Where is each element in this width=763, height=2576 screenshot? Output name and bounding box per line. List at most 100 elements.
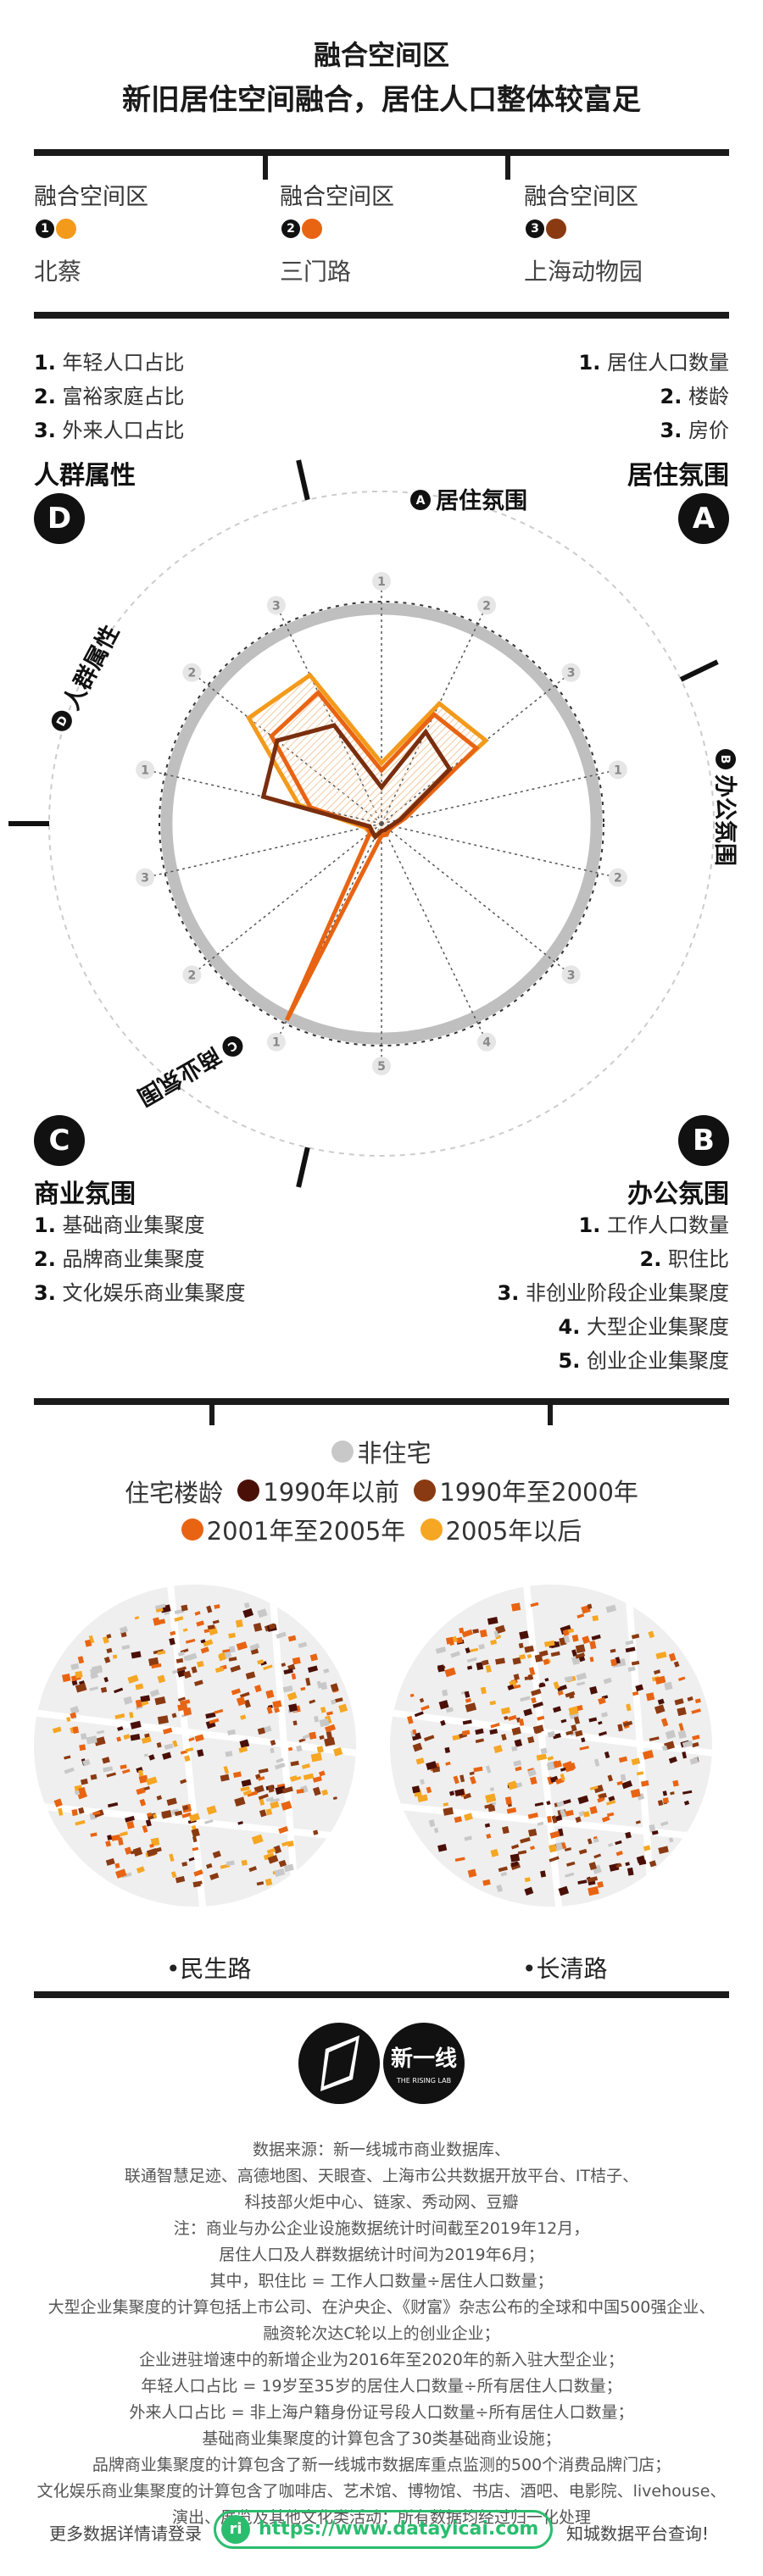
- map-building: [502, 1825, 510, 1835]
- map-building: [443, 1807, 454, 1816]
- map-building: [270, 1740, 276, 1746]
- map-building: [576, 1705, 583, 1712]
- map-building: [90, 1832, 97, 1837]
- map-building: [256, 1881, 265, 1886]
- map-building: [571, 1634, 579, 1642]
- map-building: [206, 1805, 217, 1815]
- map-building: [442, 1689, 448, 1696]
- map-building: [660, 1821, 669, 1827]
- map-building: [678, 1723, 684, 1731]
- map-building: [273, 1707, 281, 1713]
- map-building: [204, 1819, 214, 1824]
- map-minshenglu: [34, 1585, 356, 1907]
- legend-dot: [331, 1441, 354, 1463]
- map-building: [243, 1699, 251, 1708]
- axis-index-text: 3: [141, 872, 149, 886]
- divider-tick: [263, 156, 268, 180]
- map-building: [214, 1666, 225, 1673]
- map-building: [547, 1756, 554, 1761]
- map-building: [530, 1602, 539, 1607]
- map-building: [565, 1690, 576, 1698]
- map-building: [670, 1791, 675, 1796]
- map-building: [500, 1871, 508, 1877]
- axis-index-bg: [561, 965, 581, 985]
- dimension-d-title: 人群属性: [34, 461, 136, 491]
- map-building: [292, 1720, 298, 1726]
- legend-dot: [237, 1480, 260, 1502]
- axis-index-bg: [477, 596, 497, 615]
- radar-spoke: [381, 823, 618, 879]
- map-building: [70, 1663, 80, 1670]
- map-building: [642, 1750, 654, 1760]
- map-building: [114, 1713, 125, 1719]
- map-building: [537, 1821, 544, 1826]
- map-building: [454, 1816, 463, 1824]
- map-building: [426, 1761, 437, 1770]
- map-building: [94, 1736, 106, 1746]
- map-building: [265, 1878, 273, 1886]
- map-building: [577, 1879, 588, 1885]
- axis-index-label: 1: [136, 760, 155, 780]
- map-building: [493, 1630, 499, 1638]
- footer-url-link[interactable]: ri https://www.datayicai.com: [214, 2510, 553, 2549]
- map-building: [77, 1656, 85, 1664]
- map-building: [207, 1624, 215, 1630]
- map-building: [495, 1657, 505, 1665]
- series-2-line: [269, 689, 480, 1022]
- axis-index-bg: [136, 868, 155, 887]
- axis-index-text: 1: [614, 763, 622, 777]
- map-building: [528, 1667, 536, 1676]
- map-building: [489, 1729, 498, 1735]
- top-rule: [34, 149, 729, 156]
- map-building: [438, 1700, 449, 1710]
- map-building: [635, 1684, 644, 1692]
- map-building: [157, 1674, 166, 1684]
- map-building: [511, 1602, 521, 1612]
- map-building: [655, 1652, 667, 1660]
- map-building: [257, 1608, 268, 1618]
- map-building: [278, 1859, 287, 1868]
- map-building: [214, 1708, 224, 1714]
- map-building: [267, 1785, 275, 1793]
- map-building: [437, 1844, 448, 1852]
- radar-spoke: [381, 604, 487, 824]
- map-building: [103, 1676, 109, 1683]
- map-building: [253, 1622, 263, 1632]
- map-building: [112, 1654, 118, 1659]
- map-building: [156, 1742, 162, 1748]
- map-building: [487, 1617, 498, 1625]
- map-building: [576, 1681, 586, 1686]
- dimension-c-title: 商业氛围: [34, 1180, 136, 1209]
- note-line: 其中，职住比 = 工作人口数量÷居住人口数量；: [209, 2272, 554, 2290]
- map-building: [519, 1654, 526, 1660]
- map-building: [316, 1680, 322, 1689]
- map-building: [194, 1611, 201, 1616]
- map-building: [144, 1733, 150, 1738]
- map-building: [138, 1769, 144, 1777]
- map-building: [146, 1776, 158, 1786]
- map-building: [581, 1737, 586, 1743]
- map-building: [462, 1719, 472, 1725]
- map-building: [597, 1881, 604, 1889]
- map-building: [274, 1763, 286, 1770]
- map-building: [197, 1749, 204, 1757]
- map-building: [454, 1857, 465, 1863]
- dimension-a-badge: A: [678, 493, 729, 544]
- map-building: [71, 1808, 78, 1817]
- map-building: [240, 1691, 250, 1698]
- map-building: [691, 1708, 701, 1714]
- series-3-line: [260, 723, 453, 841]
- map-building: [292, 1657, 301, 1665]
- map-building: [331, 1699, 337, 1705]
- axis-index-bg: [266, 1032, 286, 1052]
- map-building: [192, 1835, 198, 1843]
- map-building: [556, 1801, 565, 1807]
- radar-series-layer: [246, 672, 489, 1022]
- footer-url[interactable]: https://www.datayicai.com: [259, 2518, 539, 2540]
- map-building: [182, 1628, 188, 1632]
- dimension-d-badge: D: [34, 493, 85, 544]
- map-building: [588, 1886, 599, 1896]
- map-building: [519, 1630, 529, 1640]
- map-building: [583, 1811, 590, 1818]
- map-building: [174, 1810, 183, 1817]
